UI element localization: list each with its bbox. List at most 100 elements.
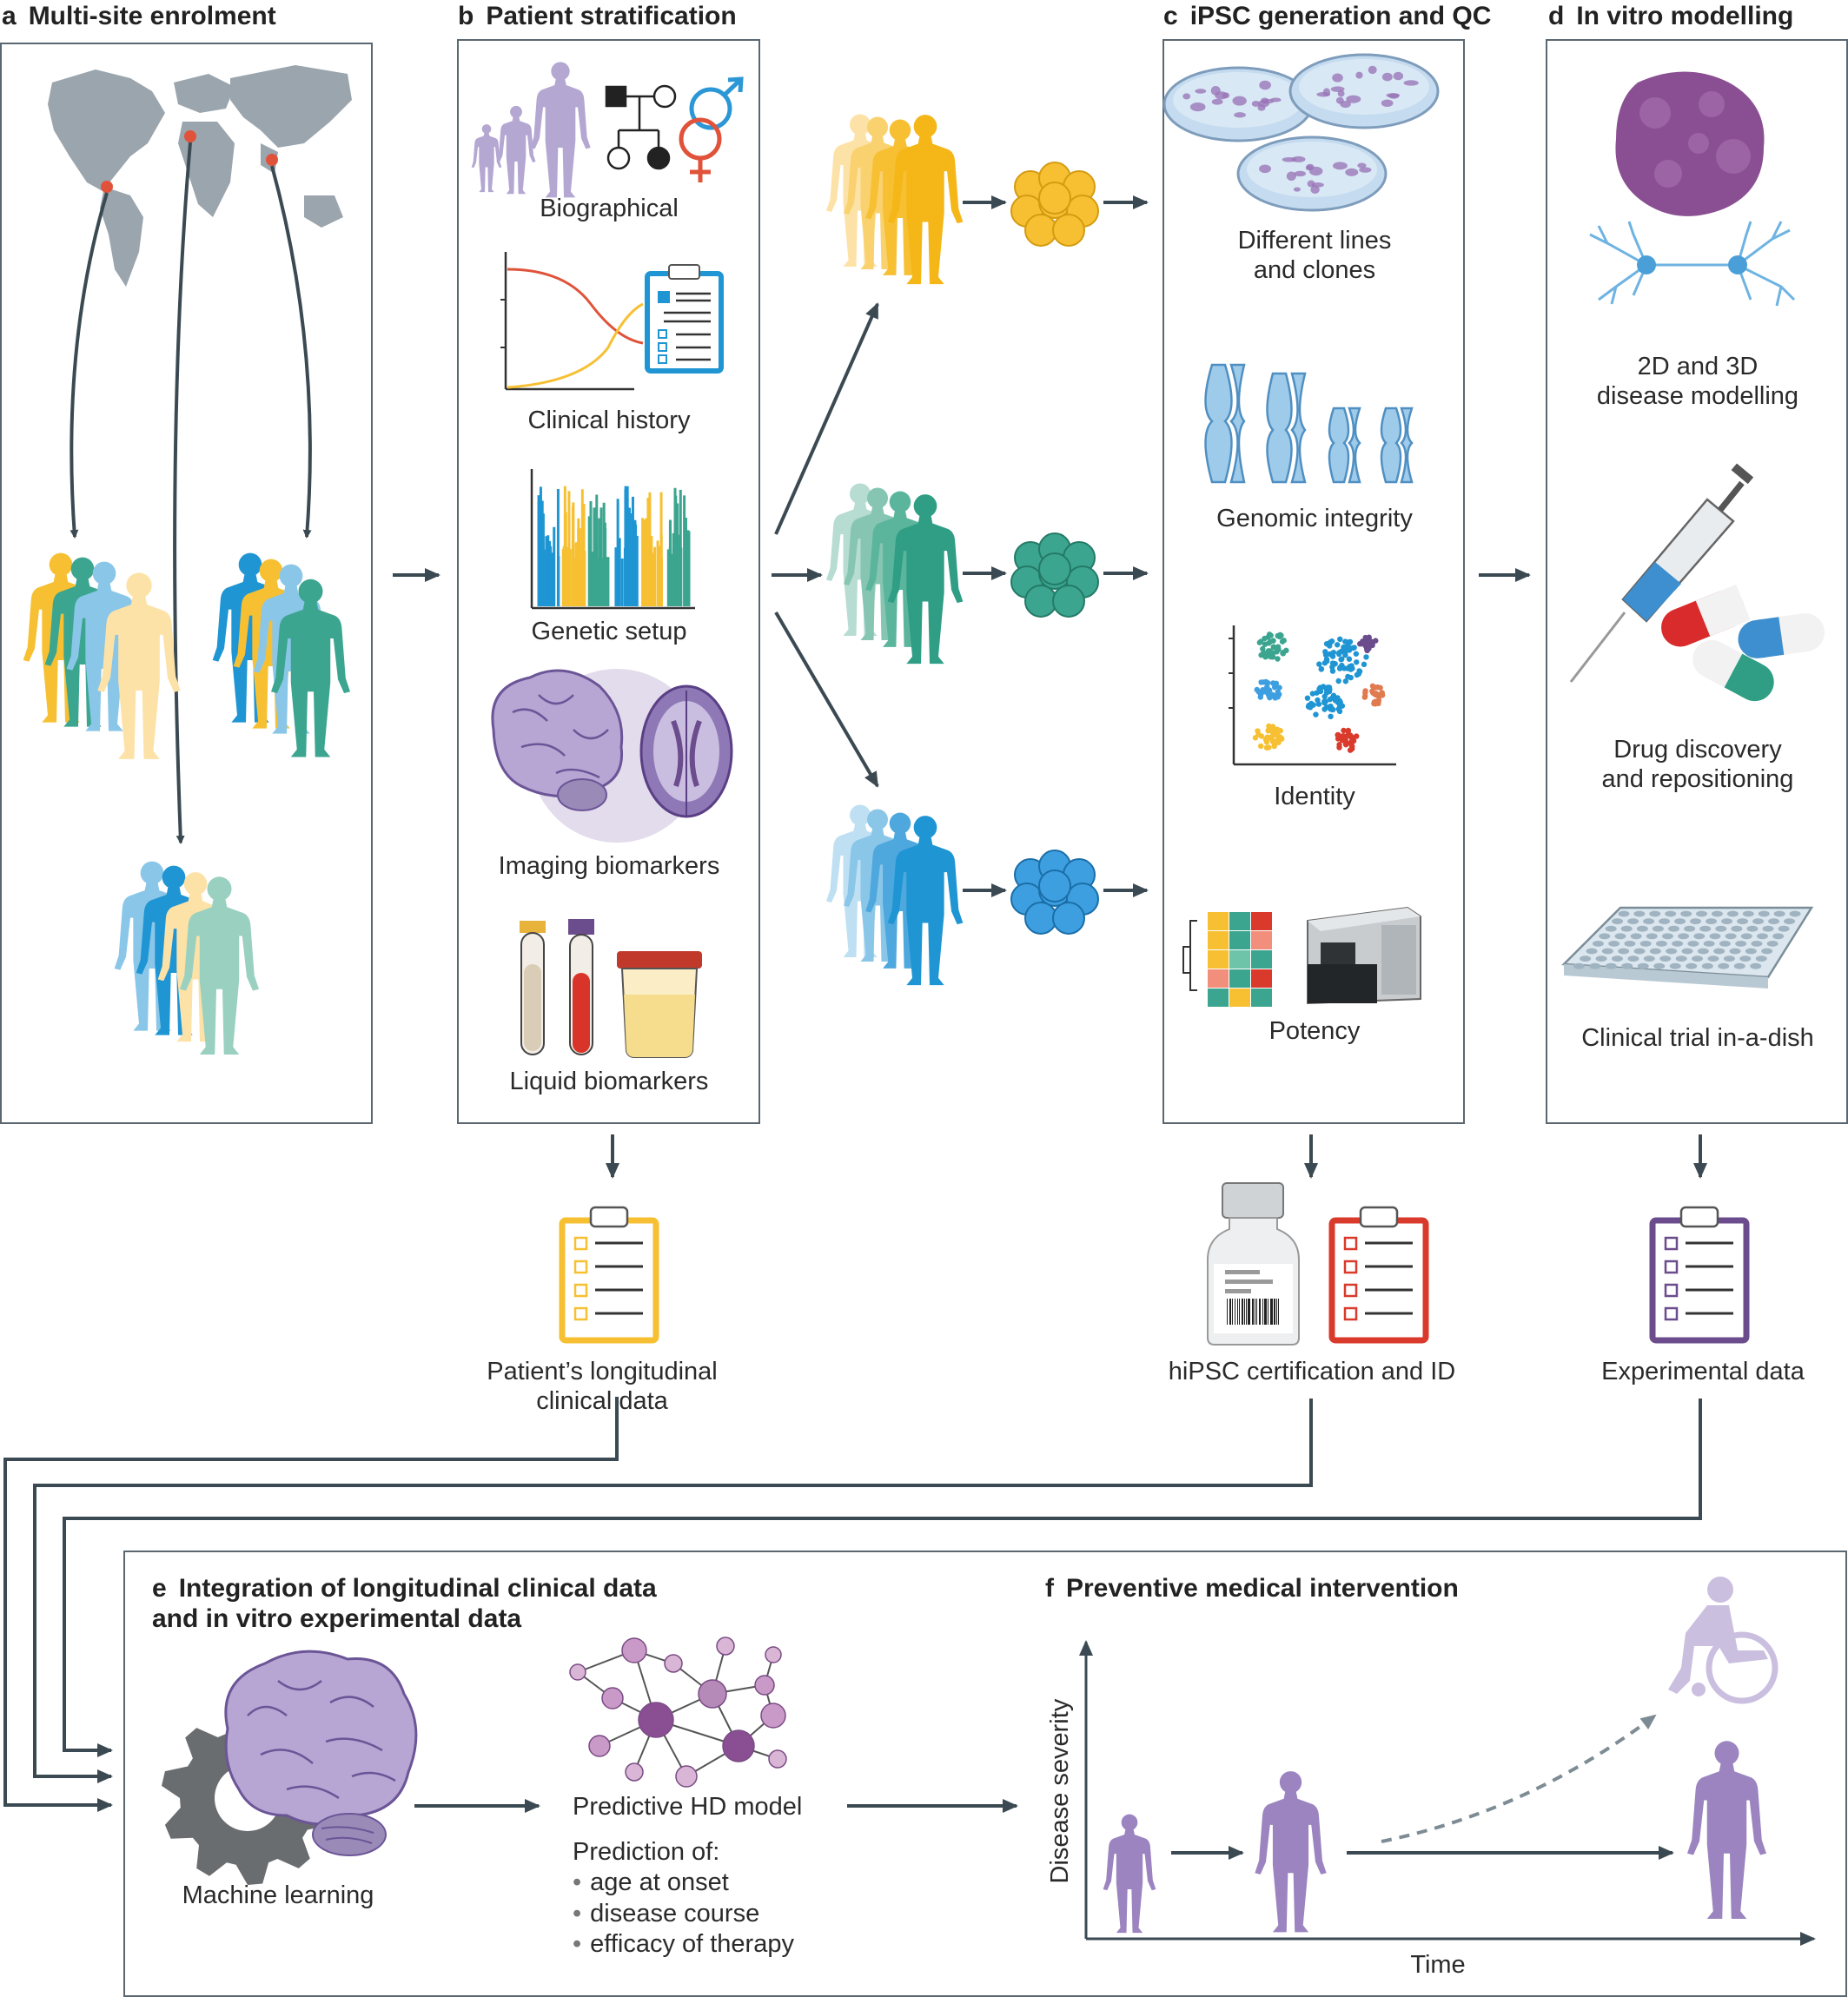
network-node	[625, 1762, 644, 1782]
cell	[1038, 870, 1071, 903]
sequencer-icon	[1307, 906, 1421, 1005]
certification-label: hiPSC certification and ID	[1168, 1358, 1456, 1385]
clinical-history-label: Clinical history	[527, 407, 691, 434]
urine-cup-icon	[617, 951, 702, 1058]
people-group-icon	[114, 861, 259, 1055]
network-node	[621, 1637, 647, 1663]
organoid-icon	[1615, 71, 1765, 216]
cell	[1038, 182, 1071, 215]
network-node	[588, 1735, 611, 1757]
severity-chart	[1079, 1577, 1816, 1946]
network-node	[569, 1663, 586, 1681]
clipboard-icon	[559, 1206, 659, 1344]
network-node	[675, 1765, 698, 1788]
brain-icon	[224, 1650, 418, 1856]
clipboard-icon	[1649, 1206, 1750, 1344]
well-plate-icon	[1561, 906, 1814, 989]
site-marker	[184, 130, 196, 142]
people-group-icon	[471, 62, 591, 198]
gender-symbol-icon	[679, 76, 744, 182]
machine-learning-label: Machine learning	[182, 1881, 374, 1909]
network-node	[664, 1654, 683, 1673]
people-group-icon	[23, 552, 181, 759]
imaging-biomarkers-label: Imaging biomarkers	[498, 852, 720, 880]
prediction-list: Prediction of: age at onset disease cour…	[573, 1837, 794, 1961]
neuron-icon	[1589, 221, 1796, 307]
wheelchair-icon	[1668, 1577, 1778, 1704]
cell	[1024, 214, 1057, 247]
potency-label: Potency	[1268, 1017, 1361, 1045]
experimental-data-label: Experimental data	[1601, 1358, 1805, 1385]
pedigree-icon	[605, 84, 677, 170]
cell	[1052, 902, 1085, 935]
prediction-item: age at onset	[573, 1868, 794, 1898]
clinical-history-chart-icon	[500, 252, 644, 391]
cluster-plot-icon	[1229, 625, 1396, 766]
network-icon	[569, 1637, 787, 1788]
network-node	[601, 1687, 624, 1709]
chromosome-icon	[1204, 363, 1414, 484]
people-group-icon	[826, 804, 964, 986]
prediction-item: efficacy of therapy	[573, 1929, 794, 1960]
cell	[1024, 902, 1057, 935]
panel-c-box	[1162, 39, 1465, 1124]
manhattan-plot-icon	[530, 469, 695, 610]
liquid-biomarkers-label: Liquid biomarkers	[509, 1068, 709, 1095]
blood-tube-icon	[520, 921, 546, 1055]
site-marker	[266, 154, 278, 166]
network-node	[765, 1646, 782, 1663]
blood-tube-icon	[568, 919, 594, 1055]
identity-label: Identity	[1274, 783, 1355, 810]
network-node	[768, 1749, 787, 1769]
brain-icon	[491, 669, 733, 843]
syringe-icon	[1569, 463, 1754, 683]
world-map-icon	[48, 65, 352, 287]
cell	[1052, 585, 1085, 618]
network-node	[698, 1679, 727, 1709]
network-node	[722, 1729, 755, 1762]
cell	[1038, 552, 1071, 585]
clinical-data-label: Patient’s longitudinal clinical data	[487, 1358, 718, 1416]
people-group-icon	[826, 483, 964, 665]
biographical-label: Biographical	[540, 195, 679, 222]
child-person-icon	[1103, 1814, 1156, 1934]
prediction-item: disease course	[573, 1899, 794, 1929]
network-node	[716, 1637, 735, 1656]
people-group-icon	[826, 114, 964, 285]
healthy-person-icon	[1687, 1741, 1766, 1919]
site-marker	[101, 181, 113, 193]
panel-b-box	[457, 39, 760, 1124]
clipboard-icon	[645, 264, 724, 374]
clinical-trial-label: Clinical trial in-a-dish	[1581, 1024, 1814, 1052]
x-axis-label: Time	[1410, 1951, 1466, 1979]
people-group-icon	[212, 552, 350, 757]
panel-d-box	[1546, 39, 1848, 1124]
cell	[1052, 214, 1085, 247]
drug-discovery-label: Drug discovery and repositioning	[1601, 736, 1794, 794]
disease-modelling-label: 2D and 3D disease modelling	[1596, 353, 1799, 411]
heatmap-icon	[1182, 912, 1272, 1007]
genetic-setup-label: Genetic setup	[531, 618, 687, 645]
panel-ef-box	[123, 1551, 1847, 1997]
cell	[1024, 585, 1057, 618]
clipboard-icon	[1328, 1206, 1429, 1344]
y-axis-label: Disease severity	[1045, 1698, 1074, 1884]
network-node	[760, 1703, 786, 1729]
vial-icon	[1207, 1182, 1300, 1346]
different-lines-label: Different lines and clones	[1237, 227, 1392, 285]
panel-a-box	[0, 43, 373, 1124]
petri-dish-icon	[1162, 53, 1440, 212]
pill-icon	[1661, 584, 1825, 702]
predictive-model-label: Predictive HD model	[573, 1793, 803, 1821]
network-node	[638, 1702, 674, 1738]
prediction-heading: Prediction of:	[573, 1838, 720, 1866]
network-node	[754, 1675, 775, 1696]
genomic-integrity-label: Genomic integrity	[1216, 505, 1413, 532]
